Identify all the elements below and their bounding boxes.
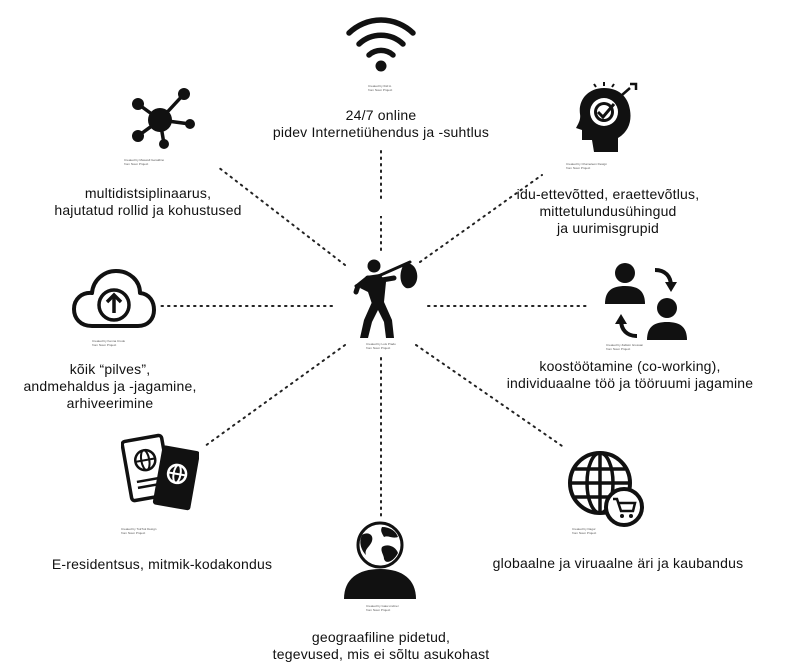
passports-icon [121, 433, 199, 511]
head-with-target-icon [576, 82, 638, 152]
cloud-upload-icon [72, 269, 156, 328]
person-globe-head-icon [344, 521, 416, 599]
connector-commerce [415, 344, 566, 449]
label-network: multidistsiplinaarus,hajutatud rollid ja… [54, 185, 242, 218]
traveler-with-bindle-icon [353, 259, 418, 338]
label-startup: idu-ettevõtted, eraettevõtlus,mittetulun… [516, 186, 700, 236]
wifi-icon [346, 17, 416, 72]
label-cloud: kõik “pilves”,andmehaldus ja -jagamine,a… [23, 361, 197, 411]
label-eresidency: E-residentsus, mitmik-kodakondus [51, 556, 273, 572]
label-commerce: globaalne ja viruaalne äri ja kaubandus [492, 555, 744, 571]
label-coworking: koostöötamine (co-working),individuaalne… [506, 358, 754, 391]
people-exchange-icon [605, 263, 687, 340]
connector-startup [419, 174, 543, 263]
label-geo: geograafiline pidetud,tegevused, mis ei … [272, 629, 490, 662]
icon-credit: Created by Ibid A.from Noun Project [368, 84, 393, 92]
connector-network [217, 166, 346, 266]
globe-cart-icon [568, 451, 644, 527]
connector-eresidency [204, 344, 346, 447]
network-nodes-icon [132, 88, 195, 149]
